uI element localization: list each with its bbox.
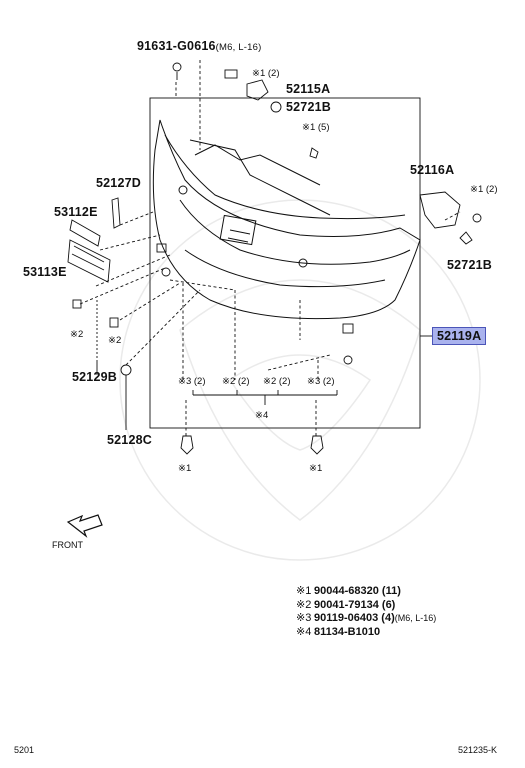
- leader-lines: [79, 60, 461, 436]
- callout-k4: ※4: [255, 410, 269, 421]
- label-52721b-right[interactable]: 52721B: [447, 258, 492, 272]
- assembly-frame: [149, 97, 421, 429]
- callout-top-k1-2: ※1 (2): [252, 68, 280, 79]
- bracket-52115a: [224, 69, 319, 159]
- legend-part-number[interactable]: 81134-B1010: [314, 625, 381, 638]
- front-arrow: [66, 514, 103, 538]
- callout-k3-2-left: ※3 (2): [178, 376, 206, 387]
- label-91631-g0616[interactable]: 91631-G0616(M6, L-16): [137, 39, 262, 53]
- label-52119a-highlighted[interactable]: 52119A: [432, 327, 487, 345]
- callout-k2-2-b: ※2 (2): [263, 376, 291, 387]
- label-52115a[interactable]: 52115A: [286, 82, 331, 96]
- bolt-91631: [172, 62, 182, 80]
- front-label: FRONT: [52, 540, 83, 550]
- legend-part-number[interactable]: 90041-79134: [314, 598, 379, 611]
- label-52129b[interactable]: 52129B: [72, 370, 117, 384]
- legend-part-number[interactable]: 90044-68320: [314, 585, 379, 597]
- callout-left-k2-b: ※2: [108, 335, 122, 346]
- callout-k1-bottom-left: ※1: [178, 463, 192, 474]
- legend-part-number[interactable]: 90119-06403: [314, 612, 379, 624]
- bottom-clips: [180, 435, 324, 455]
- callout-k3-2-right: ※3 (2): [307, 376, 335, 387]
- callout-k1-bottom-right: ※1: [309, 463, 323, 474]
- watermark-emblem: [119, 199, 481, 561]
- solid-leaders: [96, 335, 432, 405]
- left-parts: [67, 197, 354, 430]
- bracket-52116a: [419, 191, 482, 245]
- label-52128c[interactable]: 52128C: [107, 433, 152, 447]
- label-53112e[interactable]: 53112E: [54, 205, 98, 219]
- callout-right-k1-2: ※1 (2): [470, 184, 498, 195]
- callout-k2-2-a: ※2 (2): [222, 376, 250, 387]
- bumper-cover-drawing: [152, 119, 421, 320]
- label-53113e[interactable]: 53113E: [23, 265, 67, 279]
- label-52721b-top[interactable]: 52721B: [286, 100, 331, 114]
- callout-left-k2-a: ※2: [70, 329, 84, 340]
- footer-drawing-code: 521235-K: [458, 745, 498, 755]
- footer-page-code: 5201: [14, 745, 35, 755]
- callout-top-k1-5: ※1 (5): [302, 122, 330, 133]
- label-52116a[interactable]: 52116A: [410, 163, 455, 177]
- label-52127d[interactable]: 52127D: [96, 176, 141, 190]
